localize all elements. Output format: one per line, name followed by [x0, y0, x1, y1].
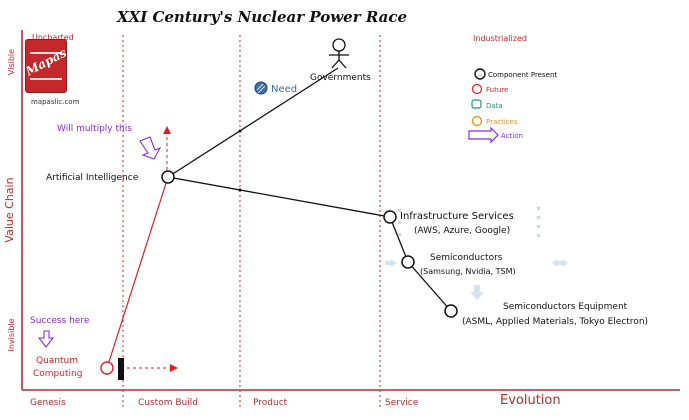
semis-sublabel: (Samsung, Nvidia, TSM)	[420, 267, 516, 276]
infra-label: Infrastructure Services	[400, 211, 514, 222]
quantum-node	[100, 361, 114, 375]
legend-action-icon	[468, 126, 499, 144]
corner-uncharted: Uncharted	[32, 33, 74, 42]
infra-sublabel: (AWS, Azure, Google)	[414, 226, 510, 236]
quantum-label-line2: Computing	[33, 369, 82, 379]
multiply-arrow-icon	[139, 136, 162, 160]
legend-practices-icon	[471, 115, 483, 127]
need-node	[254, 81, 268, 95]
success-arrow-icon	[37, 330, 55, 348]
link-junction-dot	[238, 129, 242, 133]
logo-site: mapaslic.com	[31, 98, 80, 106]
need-label: Need	[271, 84, 297, 95]
hint-crosses	[397, 206, 541, 238]
x-axis-title: Evolution	[500, 393, 561, 408]
legend-component-label: Component Present	[488, 71, 557, 79]
map-title: XXI Century's Nuclear Power Race	[116, 8, 407, 26]
hint-down-arrow-icon	[470, 285, 484, 300]
stage-service: Service	[385, 398, 419, 408]
success-annotation: Success here	[30, 316, 90, 326]
mapas-logo: Mapas	[26, 40, 66, 92]
quantum-label-line1: Quantum	[36, 356, 78, 366]
stage-product: Product	[253, 398, 288, 408]
equipment-label: Semiconductors Equipment	[503, 302, 628, 312]
governments-stick-figure-icon	[329, 38, 349, 69]
legend-data-icon	[471, 99, 482, 109]
y-axis-top-label: Visible	[7, 49, 16, 75]
logo-stripe	[30, 52, 62, 54]
link-junction-dot	[238, 188, 242, 192]
corner-industrialized: Industrialized	[473, 34, 527, 43]
semis-node	[401, 255, 415, 269]
legend-component-icon	[474, 68, 486, 80]
legend-future-label: Future	[486, 86, 508, 94]
ai-node	[161, 170, 175, 184]
need-hatch	[256, 83, 266, 94]
hint-left-arrow-icon	[385, 259, 397, 267]
y-axis-bottom-label: Invisible	[7, 318, 16, 351]
multiply-annotation: Will multiply this	[57, 124, 132, 134]
legend: Component Present Future Data Practices …	[468, 68, 557, 144]
evolution-links	[106, 176, 169, 370]
legend-action-label: Action	[501, 132, 523, 140]
governments-label: Governments	[310, 73, 371, 83]
legend-future-icon	[471, 83, 483, 95]
stage-genesis: Genesis	[30, 398, 66, 408]
semis-label: Semiconductors	[430, 253, 503, 263]
y-axis-title: Value Chain	[3, 177, 16, 242]
legend-data-label: Data	[486, 102, 503, 110]
ai-label: Artificial Intelligence	[46, 173, 139, 183]
infra-node	[383, 210, 397, 224]
legend-practices-label: Practices	[486, 118, 518, 126]
inertia-bar	[118, 358, 124, 380]
hint-right-arrow-icon	[552, 259, 568, 267]
stage-custom-build: Custom Build	[138, 398, 198, 408]
value-chain-links	[167, 67, 452, 312]
logo-wordmark: Mapas	[26, 45, 66, 79]
equipment-node	[444, 304, 458, 318]
logo-stripe	[30, 78, 62, 80]
axes	[21, 30, 680, 391]
equipment-sublabel: (ASML, Applied Materials, Tokyo Electron…	[462, 317, 648, 327]
stage-dividers	[122, 35, 381, 410]
